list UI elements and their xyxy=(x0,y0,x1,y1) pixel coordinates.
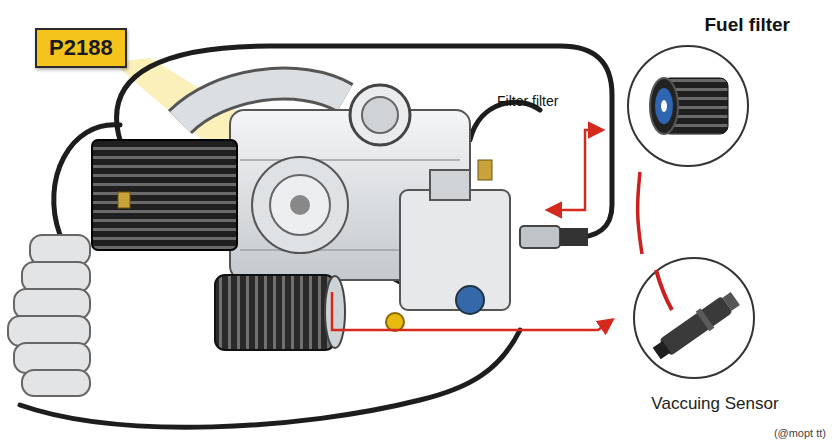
filter-circle xyxy=(628,46,748,166)
filter-face xyxy=(650,78,678,134)
bellows xyxy=(14,343,90,373)
turbocharger xyxy=(252,157,348,253)
bellows xyxy=(22,262,90,292)
fuel-pump xyxy=(430,170,470,200)
fault-code: P2188 xyxy=(49,35,113,61)
oil-filter xyxy=(325,276,345,348)
sensor-plug xyxy=(723,292,740,311)
bellows xyxy=(8,235,90,396)
bellows xyxy=(30,235,90,265)
sensor-callout: Vaccuing Sensor xyxy=(622,254,808,414)
vacuum-hose xyxy=(656,270,672,310)
code-box: P2188 xyxy=(35,28,127,68)
fuel-pump xyxy=(118,160,588,331)
fuel-pump xyxy=(456,286,484,314)
pointer-arrow xyxy=(548,130,602,210)
hose xyxy=(20,46,612,427)
filter-port xyxy=(661,100,667,112)
air-filter xyxy=(92,140,237,250)
throttle-body xyxy=(362,97,398,133)
throttle-body xyxy=(350,85,410,145)
sensor-circle xyxy=(630,254,758,382)
throttle-body xyxy=(350,85,410,145)
part-label: Filter filter xyxy=(497,93,558,109)
turbocharger xyxy=(290,195,310,215)
fuel-pump xyxy=(400,190,510,310)
bellows xyxy=(14,289,90,319)
air-filter xyxy=(92,140,237,250)
filter-circle xyxy=(622,40,754,172)
oil-filter xyxy=(215,275,345,350)
fuel-pump xyxy=(520,226,560,248)
sensor-tip xyxy=(653,341,671,359)
fuel-pump xyxy=(560,228,588,246)
sensor-circle xyxy=(634,258,754,378)
filter-element xyxy=(655,88,673,124)
pointer-arrow xyxy=(332,292,612,330)
oil-filter xyxy=(215,275,335,350)
fuel-pump xyxy=(478,160,492,180)
part-heading: Fuel filter xyxy=(612,14,790,37)
fuel-pump xyxy=(386,313,404,331)
turbocharger xyxy=(252,157,348,253)
hose-connector xyxy=(638,172,642,254)
fuel-pump xyxy=(118,192,130,208)
engine-block xyxy=(240,159,460,161)
sensor-body xyxy=(650,289,742,364)
bellows xyxy=(8,316,90,346)
part-heading: Vaccuing Sensor xyxy=(622,394,808,414)
turbocharger xyxy=(270,175,330,235)
sensor-ring xyxy=(696,308,715,331)
fuel-filter-callout: Fuel filter xyxy=(612,14,800,172)
watermark: (@mopt tt) xyxy=(774,427,826,439)
bellows xyxy=(22,370,90,396)
sensor-body xyxy=(659,296,733,356)
pointer-arrow xyxy=(332,130,612,330)
